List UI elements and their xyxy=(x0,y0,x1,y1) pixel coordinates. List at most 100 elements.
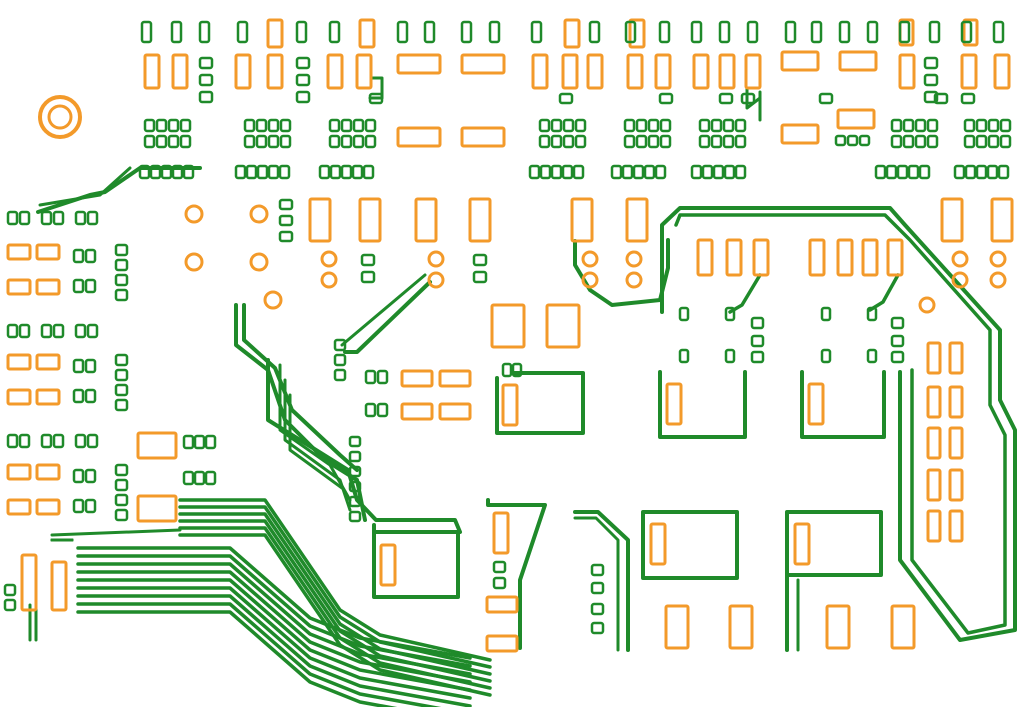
smd-pad xyxy=(74,433,87,449)
smd-pad xyxy=(890,134,903,149)
smd-pad xyxy=(550,134,563,149)
smd-pad xyxy=(364,369,377,385)
smd-pad xyxy=(362,164,375,180)
smd-pad xyxy=(659,134,672,149)
smd-pad xyxy=(907,164,920,180)
copper-pad xyxy=(561,53,579,90)
smd-pad xyxy=(171,164,184,180)
smd-pad xyxy=(588,20,601,44)
copper-pad xyxy=(266,18,284,49)
smd-pad xyxy=(255,118,268,133)
copper-pad xyxy=(396,126,442,148)
smd-pad xyxy=(933,92,949,105)
smd-pad xyxy=(179,134,192,149)
smd-pad xyxy=(40,433,53,449)
smd-pad xyxy=(810,20,823,44)
smd-pad xyxy=(472,270,488,284)
smd-pad xyxy=(86,433,99,449)
smd-pad xyxy=(621,164,634,180)
smd-pad xyxy=(511,362,523,378)
smd-pad xyxy=(179,118,192,133)
smd-pad xyxy=(953,164,966,180)
smd-pad xyxy=(678,306,690,322)
smd-pad xyxy=(820,348,832,364)
copper-pad xyxy=(20,553,38,612)
smd-pad xyxy=(610,164,623,180)
via-ring xyxy=(918,296,936,314)
smd-pad xyxy=(423,20,436,44)
smd-pad xyxy=(975,134,988,149)
smd-pad xyxy=(746,20,759,44)
smd-pad xyxy=(734,118,747,133)
smd-pad xyxy=(193,434,206,450)
smd-pad xyxy=(114,383,129,397)
smd-pad xyxy=(52,210,65,226)
copper-pad xyxy=(836,238,854,277)
smd-pad xyxy=(997,164,1010,180)
copper-pads xyxy=(6,18,1014,653)
smd-pad xyxy=(722,134,735,149)
smd-pad xyxy=(975,118,988,133)
copper-pad xyxy=(793,522,811,566)
trace xyxy=(76,578,472,692)
smd-pad xyxy=(295,90,311,104)
smd-pad xyxy=(114,368,129,382)
smd-pad xyxy=(3,583,17,597)
copper-pad xyxy=(926,385,942,419)
smd-pad xyxy=(149,164,162,180)
copper-pad xyxy=(990,197,1014,243)
copper-pad xyxy=(728,604,754,650)
copper-pad xyxy=(890,604,916,650)
via-ring xyxy=(320,271,338,289)
smd-pad xyxy=(724,348,736,364)
smd-pad xyxy=(155,134,168,149)
copper-pad xyxy=(6,463,32,481)
smd-pad xyxy=(718,92,734,105)
trace xyxy=(658,370,747,439)
smd-pad xyxy=(987,118,1000,133)
smd-pad xyxy=(562,118,575,133)
smd-pad xyxy=(734,164,747,180)
smd-pad xyxy=(574,134,587,149)
smd-pad xyxy=(114,398,129,412)
smd-pad xyxy=(182,164,195,180)
smd-pad xyxy=(72,468,85,484)
smd-pad xyxy=(926,118,939,133)
smd-pads xyxy=(3,20,1012,635)
smd-pad xyxy=(460,20,473,44)
smd-pad xyxy=(818,92,834,105)
smd-pad xyxy=(114,243,129,257)
smd-pad xyxy=(295,56,311,70)
trace xyxy=(372,523,460,599)
copper-pad xyxy=(926,468,942,502)
copper-pad xyxy=(926,426,942,460)
smd-pad xyxy=(198,90,214,104)
smd-pad xyxy=(376,402,389,418)
smd-pad xyxy=(647,118,660,133)
smd-pad xyxy=(236,20,249,44)
copper-pad xyxy=(948,426,964,460)
via-ring xyxy=(951,250,969,268)
smd-pad xyxy=(963,134,976,149)
copper-pad xyxy=(438,369,472,388)
smd-pad xyxy=(114,478,129,492)
smd-pad xyxy=(256,164,269,180)
copper-pad xyxy=(358,18,376,49)
trace xyxy=(785,510,883,577)
smd-pad xyxy=(658,92,674,105)
smd-pad xyxy=(914,134,927,149)
smd-pad xyxy=(858,134,871,147)
copper-pad xyxy=(143,53,161,90)
smd-pad xyxy=(561,164,574,180)
copper-pad xyxy=(948,385,964,419)
smd-pad xyxy=(348,510,362,523)
smd-pad xyxy=(360,270,376,284)
smd-pad xyxy=(204,470,217,486)
trace xyxy=(178,519,492,683)
smd-pad xyxy=(52,323,65,339)
smd-pad xyxy=(963,118,976,133)
smd-pad xyxy=(84,278,97,294)
smd-pad xyxy=(255,134,268,149)
copper-pad xyxy=(838,50,878,72)
smd-pad xyxy=(698,134,711,149)
